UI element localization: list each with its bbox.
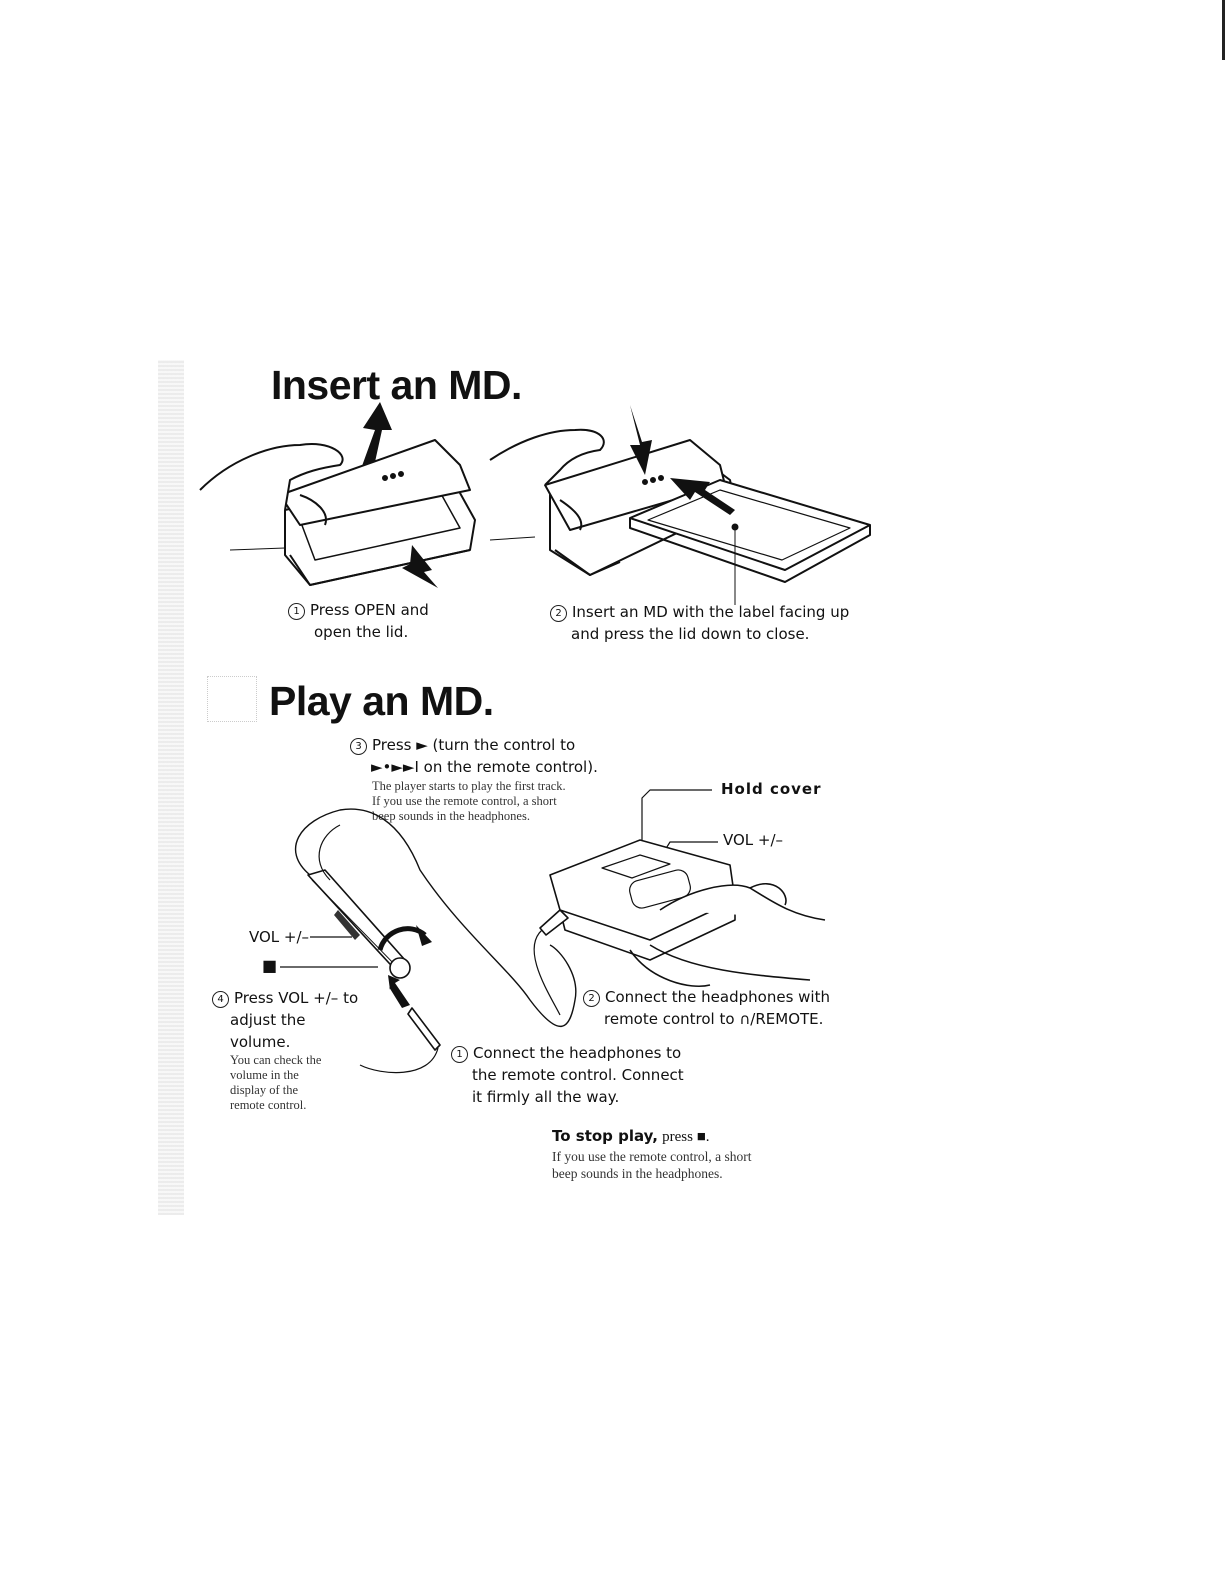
step-3-note: The player starts to play the first trac…	[372, 779, 566, 824]
step-2-line2: and press the lid down to close.	[571, 625, 810, 643]
step-number-badge: 1	[451, 1046, 468, 1063]
note-line: beep sounds in the headphones.	[372, 809, 530, 823]
insert-md-illustration	[199, 402, 871, 605]
scan-edge-strip	[158, 360, 184, 1215]
note-line: remote control.	[230, 1098, 307, 1112]
hold-cover-label: Hold cover	[721, 780, 822, 798]
stop-note: If you use the remote control, a short b…	[552, 1148, 751, 1182]
step-4-line1: Press VOL +/– to	[234, 989, 359, 1007]
vol-label-right: VOL +/–	[723, 831, 784, 849]
connect-2-line1: Connect the headphones with	[605, 988, 830, 1006]
step-3-line1: Press ► (turn the control to	[372, 736, 576, 754]
note-line: volume in the	[230, 1068, 299, 1082]
step-4-note: You can check the volume in the display …	[230, 1053, 321, 1113]
step-3-caption: 3 Press ► (turn the control to ►•►►I on t…	[350, 734, 598, 778]
step-number-badge: 2	[583, 990, 600, 1007]
note-line: If you use the remote control, a short	[552, 1149, 752, 1164]
step-number-badge: 4	[212, 991, 229, 1008]
step-number-badge: 3	[350, 738, 367, 755]
connect-1-line2: the remote control. Connect	[472, 1066, 684, 1084]
vol-label-left: VOL +/–	[249, 928, 310, 946]
section-title-play: Play an MD.	[269, 678, 494, 724]
connect-2-caption: 2 Connect the headphones with remote cont…	[583, 986, 830, 1030]
note-line: If you use the remote control, a short	[372, 794, 557, 808]
play-md-illustration	[280, 789, 826, 1074]
margin-box	[207, 676, 257, 722]
note-line: You can check the	[230, 1053, 322, 1067]
step-number-badge: 1	[288, 603, 305, 620]
step-4-line2: adjust the	[230, 1011, 306, 1029]
section-title-insert: Insert an MD.	[271, 362, 522, 408]
step-1-line1: Press OPEN and	[310, 601, 429, 619]
step-1-caption: 1 Press OPEN and open the lid.	[288, 599, 429, 643]
note-line: The player starts to play the first trac…	[372, 779, 566, 793]
stop-symbol-label: ■	[262, 956, 278, 975]
connect-2-line2: remote control to ∩/REMOTE.	[604, 1010, 824, 1028]
connect-1-line3: it firmly all the way.	[472, 1088, 620, 1106]
note-line: beep sounds in the headphones.	[552, 1166, 723, 1181]
connect-1-line1: Connect the headphones to	[473, 1044, 682, 1062]
step-2-caption: 2 Insert an MD with the label facing up a…	[550, 601, 849, 645]
note-line: display of the	[230, 1083, 299, 1097]
step-4-caption: 4 Press VOL +/– to adjust the volume.	[212, 987, 358, 1053]
step-2-line1: Insert an MD with the label facing up	[572, 603, 850, 621]
step-3-line2: ►•►►I on the remote control).	[371, 758, 598, 776]
stop-rest: press ■.	[662, 1129, 710, 1145]
step-1-line2: open the lid.	[314, 623, 409, 641]
stop-lead: To stop play,	[552, 1127, 658, 1145]
step-number-badge: 2	[550, 605, 567, 622]
scan-edge-rule	[1222, 0, 1225, 60]
connect-1-caption: 1 Connect the headphones to the remote co…	[451, 1042, 684, 1108]
stop-instruction: To stop play, press ■.	[552, 1127, 710, 1146]
step-4-line3: volume.	[230, 1033, 291, 1051]
